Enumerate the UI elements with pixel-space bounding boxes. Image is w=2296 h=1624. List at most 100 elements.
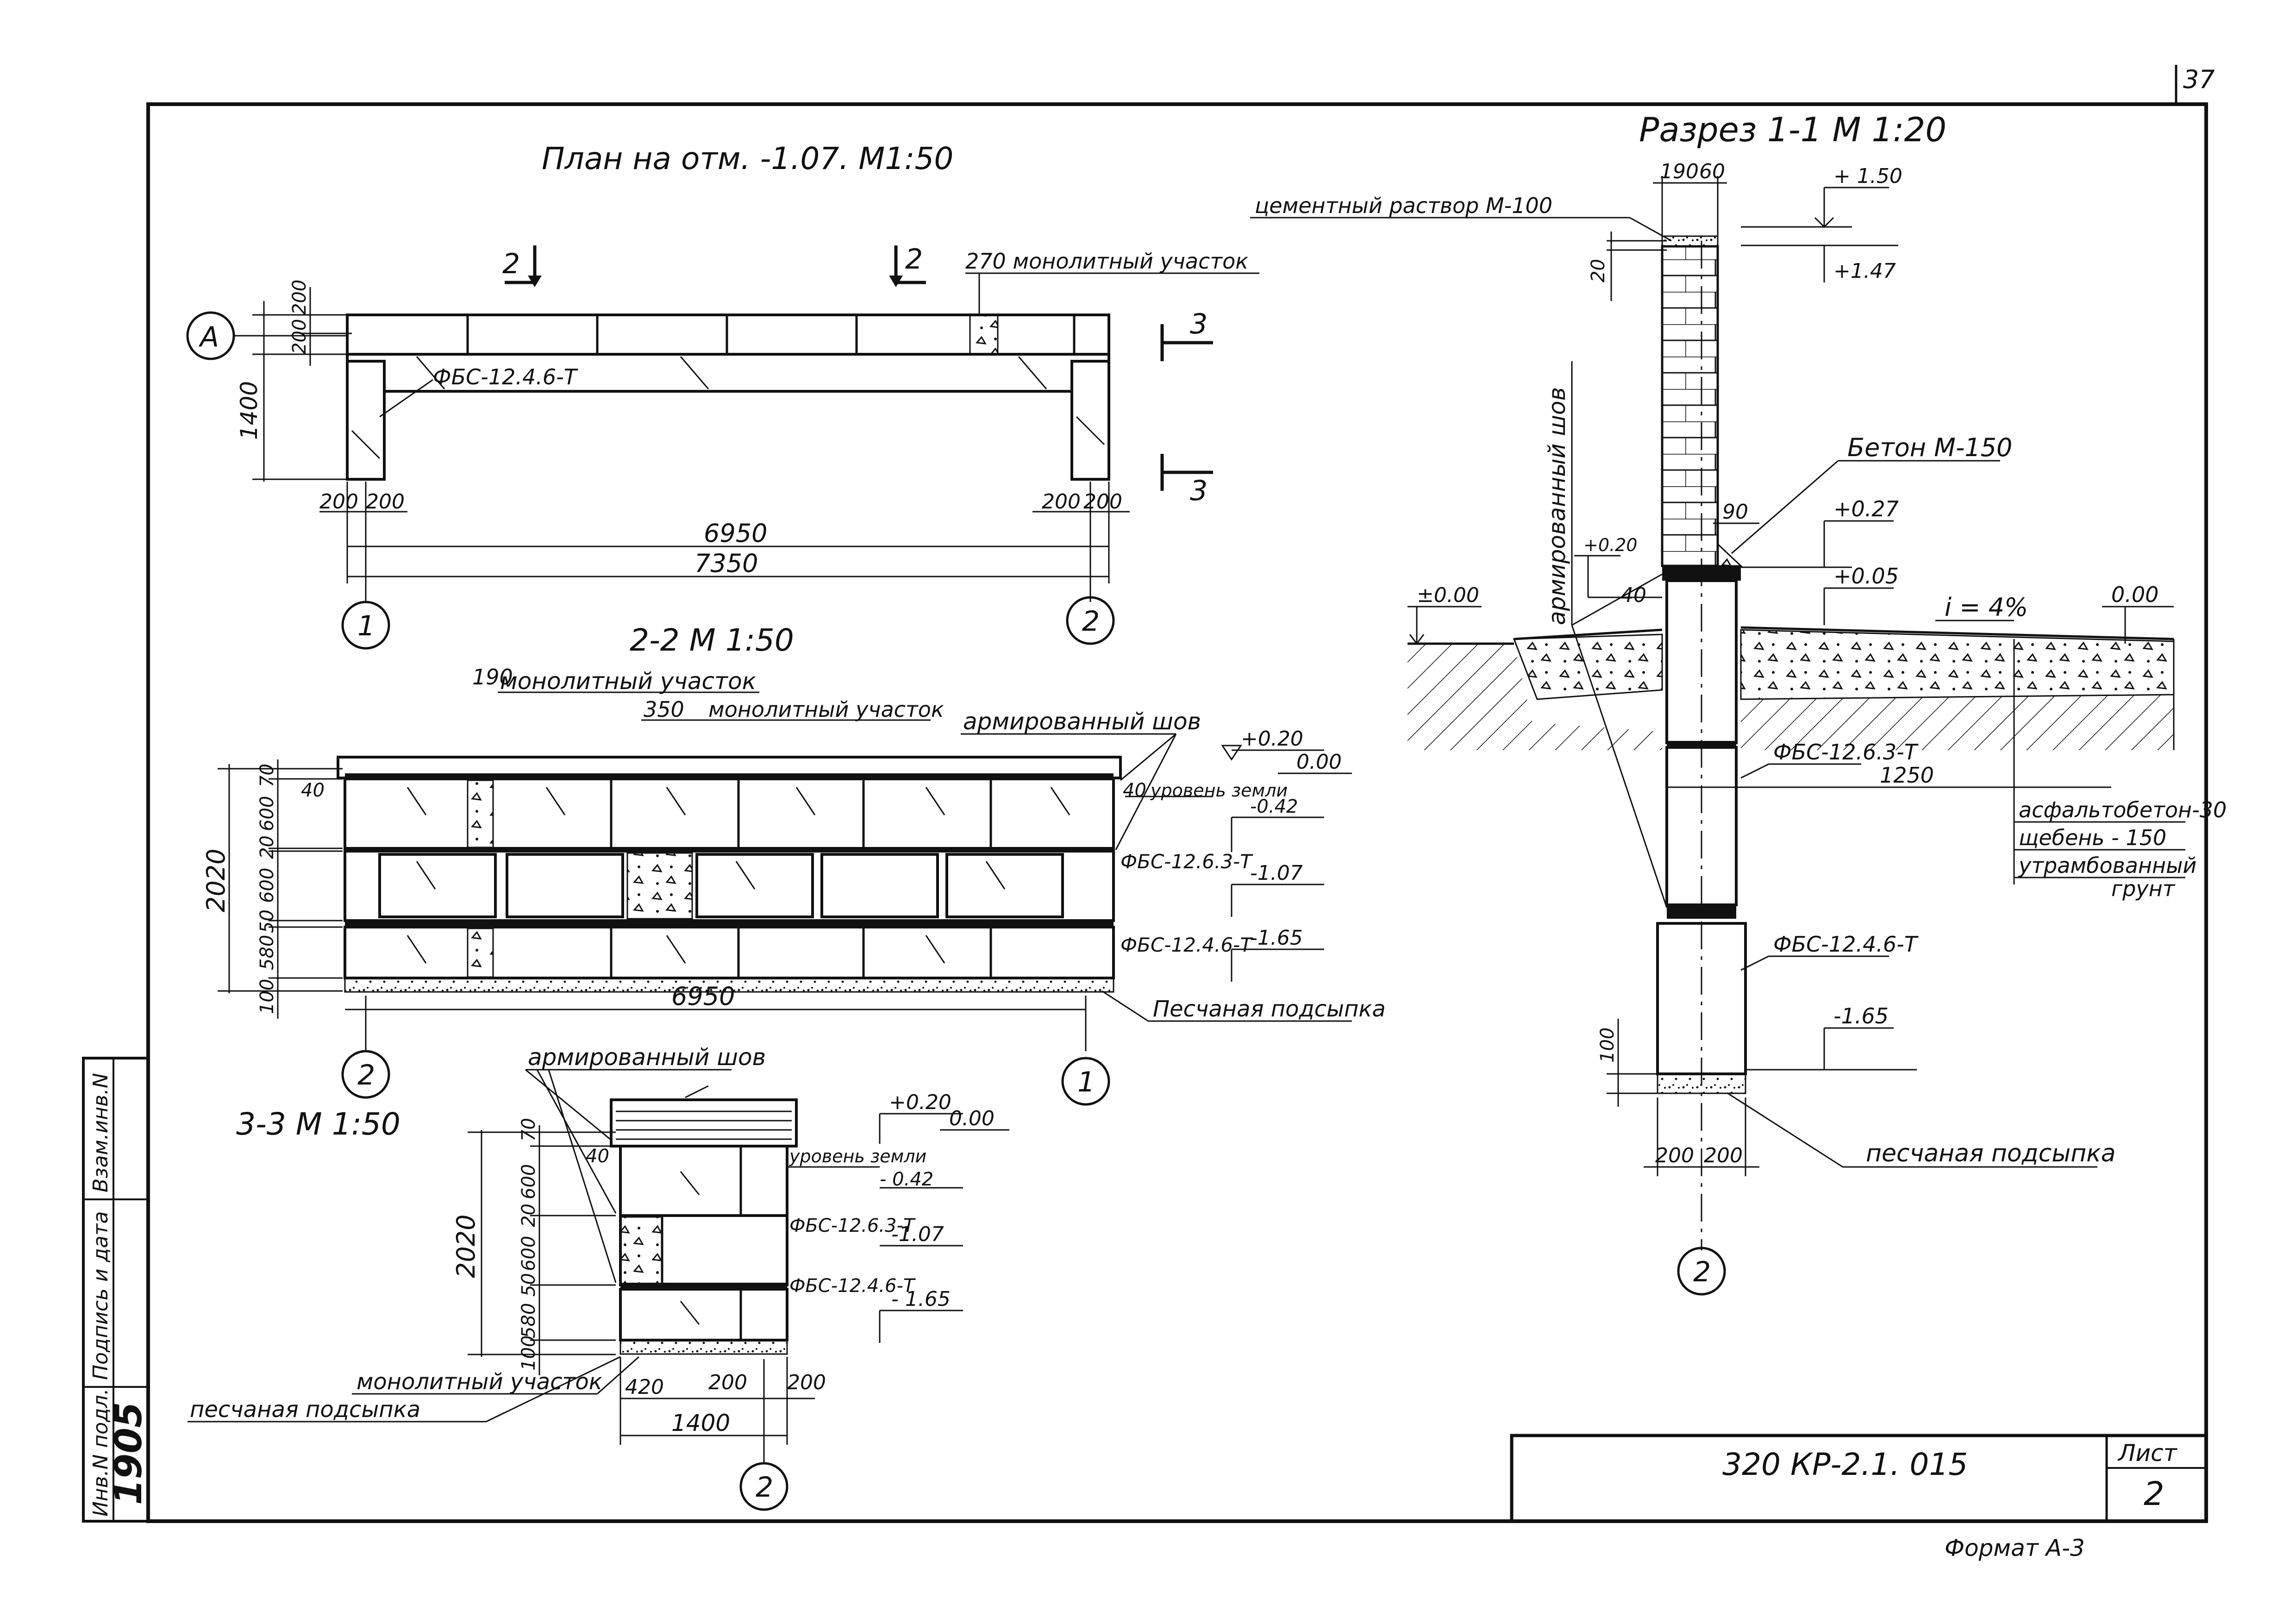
s11-lvl-000-left: ±0.00: [1417, 583, 1479, 607]
s22-fbs1263: ФБС-12.6.3-Т: [1120, 850, 1253, 873]
s22-dim-70: 70: [257, 764, 278, 787]
s11-dim-1250: 1250: [1880, 763, 1934, 788]
s11-concrete-label: Бетон М-150: [1847, 433, 2012, 462]
s22-title: 2-2 М 1:50: [630, 622, 794, 658]
plan-dim-200b: 200: [289, 280, 310, 315]
s22-monolith-label-2: монолитный участок: [708, 697, 944, 722]
s22-dim-6950: 6950: [671, 982, 735, 1011]
s11-dim-60: 60: [1699, 160, 1725, 183]
s33-dim-1400: 1400: [671, 1410, 730, 1436]
s33-dim-580: 580: [518, 1303, 539, 1338]
stamp-inv-label: Инв.N подл.: [89, 1388, 113, 1517]
plan-dim-7350: 7350: [694, 549, 758, 578]
plan-dim-200d: 200: [366, 490, 405, 514]
s22-dim-40a: 40: [301, 780, 325, 801]
sheet-number: 2: [2144, 1475, 2165, 1513]
s11-layer-2: щебень - 150: [2019, 825, 2166, 850]
s11-lvl-p150: + 1.50: [1833, 164, 1902, 188]
format-note: Формат А-3: [1945, 1535, 2085, 1561]
plan-dim-200c: 200: [319, 490, 358, 514]
s11-dim-200b: 200: [1704, 1144, 1743, 1167]
s22-monolith-190: 190: [472, 665, 513, 690]
s11-layer-1: асфальтобетон-30: [2019, 797, 2227, 822]
s33-lvl-m042: - 0.42: [880, 1169, 933, 1190]
s33-dim-600b: 600: [518, 1236, 539, 1271]
s33-dim-200b: 200: [787, 1371, 826, 1394]
plan-dim-6950: 6950: [704, 519, 767, 548]
s11-lvl-p147: +1.47: [1833, 259, 1896, 283]
stamp-sign-label: Подпись и дата: [89, 1211, 113, 1380]
s11-dim-40: 40: [1620, 583, 1646, 607]
s33-fbs1246: ФБС-12.4.6-Т: [789, 1275, 916, 1297]
s33-dim-20: 20: [518, 1204, 539, 1227]
s22-fbs1246: ФБС-12.4.6-Т: [1120, 934, 1253, 956]
s11-layer-3b: грунт: [2111, 876, 2176, 901]
s11-dim-20: 20: [1588, 259, 1609, 282]
plan-view: План на отм. -1.07. М1:50 2 2 ФБС-12.4.6…: [186, 141, 1259, 650]
plan-axis-2: 2: [1082, 605, 1100, 638]
s33-dim-40: 40: [586, 1146, 609, 1167]
plan-axis-1: 1: [357, 610, 375, 642]
page-mark: 37: [2183, 65, 2215, 94]
s11-slope: i = 4%: [1945, 593, 2028, 622]
s11-dim-90: 90: [1722, 500, 1748, 524]
s22-lvl-p020: +0.20: [1241, 727, 1303, 751]
section-2-2: 2-2 М 1:50 190 монолитный участок 350 мо…: [201, 622, 1386, 1106]
s22-lvl-m165: -1.65: [1250, 926, 1303, 950]
s11-armored-seam: армированный шов: [1544, 387, 1570, 625]
s33-dim-200a: 200: [708, 1371, 747, 1394]
s11-lvl-m165: -1.65: [1833, 1003, 1889, 1028]
s22-armored-seam: армированный шов: [963, 708, 1201, 735]
s22-dim-580: 580: [257, 935, 278, 970]
s11-title: Разрез 1-1 М 1:20: [1639, 110, 1946, 149]
s33-axis-2: 2: [756, 1471, 773, 1504]
plan-cut2-left: 2: [502, 248, 520, 280]
section-3-3: 3-3 М 1:50 армированный шов 20: [188, 1044, 1009, 1511]
s22-dim-600b: 600: [257, 868, 278, 903]
s11-dim-190: 190: [1660, 160, 1699, 183]
plan-title: План на отм. -1.07. М1:50: [542, 141, 953, 176]
s33-dim-2020: 2020: [451, 1215, 481, 1278]
s33-armored-seam: армированный шов: [528, 1044, 766, 1071]
s22-dim-40b: 40: [1123, 780, 1146, 801]
s33-title: 3-3 М 1:50: [236, 1106, 400, 1142]
s22-lvl-m042: -0.42: [1250, 796, 1298, 817]
s11-layer-3: утрамбованный: [2018, 853, 2196, 878]
s11-mortar-label: цементный раствор М-100: [1255, 193, 1552, 218]
s33-dim-600a: 600: [518, 1164, 539, 1199]
s33-dim-420: 420: [625, 1375, 664, 1399]
s22-ground-level: уровень земли: [1150, 780, 1288, 801]
s33-dim-70: 70: [518, 1118, 539, 1141]
s11-lvl-p020: +0.20: [1583, 535, 1637, 555]
s11-lvl-000-right: 0.00: [2111, 582, 2158, 607]
s22-lvl-000: 0.00: [1296, 750, 1342, 774]
plan-dim-200f: 200: [1083, 490, 1122, 514]
s11-fbs1263: ФБС-12.6.3-Т: [1773, 740, 1919, 765]
s11-fbs1246: ФБС-12.4.6-Т: [1773, 932, 1919, 957]
plan-dim-1400: 1400: [236, 381, 263, 440]
s22-axis-2: 2: [357, 1059, 375, 1091]
s33-lvl-m165: - 1.65: [891, 1287, 951, 1311]
section-1-1: Разрез 1-1 М 1:20 190 60 цементный раств…: [1250, 110, 2227, 1296]
s33-dim-100: 100: [518, 1336, 539, 1371]
s22-dim-100: 100: [257, 979, 278, 1014]
s22-dim-600a: 600: [257, 796, 278, 831]
s22-lvl-m107: -1.07: [1250, 861, 1303, 885]
plan-axis-a: А: [198, 321, 219, 353]
plan-dim-200a: 200: [289, 319, 310, 354]
plan-cut3-bottom: 3: [1190, 475, 1207, 507]
s33-dim-50: 50: [518, 1273, 539, 1297]
plan-monolith-label: 270 монолитный участок: [965, 249, 1248, 274]
s22-dim-50: 50: [257, 909, 278, 933]
s33-monolith-label: монолитный участок: [357, 1369, 602, 1395]
plan-cut3-top: 3: [1190, 308, 1207, 340]
s33-fbs1263: ФБС-12.6.3-Т: [789, 1215, 916, 1236]
s11-lvl-p027: +0.27: [1833, 496, 1899, 521]
sheet-label: Лист: [2117, 1440, 2178, 1467]
s22-dim-2020: 2020: [201, 849, 231, 912]
plan-dim-200e: 200: [1042, 490, 1081, 514]
plan-block-label: ФБС-12.4.6-Т: [433, 364, 579, 389]
s11-dim-100: 100: [1597, 1028, 1618, 1063]
s11-sand-label: песчаная подсыпка: [1866, 1140, 2116, 1167]
